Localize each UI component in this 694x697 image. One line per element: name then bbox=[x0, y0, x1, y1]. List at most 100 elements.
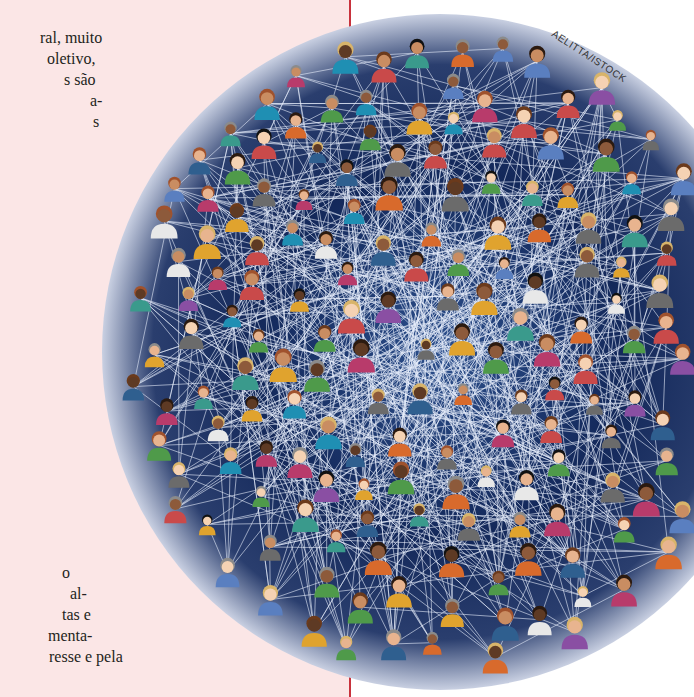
person-hair bbox=[499, 257, 510, 268]
person-hair bbox=[539, 334, 555, 350]
person-body bbox=[338, 275, 357, 286]
person-head bbox=[169, 180, 179, 190]
person-head bbox=[213, 418, 223, 428]
person-hair bbox=[519, 470, 534, 485]
person-icon bbox=[388, 428, 411, 457]
link-line bbox=[347, 172, 505, 623]
person-head bbox=[529, 276, 542, 289]
person-hair bbox=[543, 127, 559, 143]
person-hair bbox=[409, 252, 424, 267]
person-icon bbox=[570, 316, 592, 343]
person-body bbox=[478, 477, 495, 487]
person-body bbox=[611, 592, 637, 606]
link-line bbox=[159, 133, 230, 445]
person-icon bbox=[586, 394, 603, 415]
person-hair bbox=[674, 501, 690, 517]
person-icon bbox=[557, 90, 580, 118]
person-body bbox=[557, 105, 580, 118]
person-body bbox=[492, 626, 519, 641]
person-head bbox=[161, 401, 172, 412]
link-line bbox=[167, 133, 231, 411]
person-head bbox=[308, 619, 321, 632]
person-hair bbox=[532, 213, 547, 228]
person-head bbox=[128, 377, 139, 388]
person-icon bbox=[471, 283, 497, 315]
person-icon bbox=[164, 496, 186, 523]
person-icon bbox=[622, 215, 648, 247]
person-hair bbox=[342, 262, 354, 274]
person-body bbox=[623, 341, 645, 353]
person-head bbox=[373, 391, 383, 401]
link-line bbox=[199, 160, 399, 441]
person-head bbox=[579, 588, 588, 597]
person-body bbox=[251, 145, 276, 159]
text-fragment: oletivo, bbox=[47, 49, 95, 69]
person-icon bbox=[454, 383, 472, 405]
person-body bbox=[388, 480, 415, 495]
link-line bbox=[141, 298, 506, 623]
person-head bbox=[544, 131, 557, 144]
person-hair bbox=[172, 462, 185, 475]
person-hair bbox=[578, 354, 593, 369]
person-icon bbox=[482, 171, 501, 194]
person-icon bbox=[622, 171, 641, 194]
person-icon bbox=[321, 95, 343, 123]
person-hair bbox=[393, 461, 409, 477]
person-head bbox=[533, 217, 545, 229]
person-body bbox=[270, 367, 297, 382]
link-line bbox=[491, 182, 520, 324]
person-hair bbox=[646, 130, 656, 140]
person-body bbox=[544, 522, 570, 536]
person-icon bbox=[560, 547, 585, 577]
person-hair bbox=[605, 424, 617, 436]
person-icon bbox=[509, 512, 530, 538]
link-line bbox=[389, 61, 537, 193]
person-head bbox=[382, 180, 396, 194]
person-body bbox=[437, 298, 459, 310]
person-hair bbox=[490, 217, 507, 234]
person-body bbox=[258, 602, 283, 616]
person-head bbox=[446, 602, 458, 614]
person-head bbox=[320, 234, 331, 245]
person-head bbox=[499, 611, 513, 625]
person-icon bbox=[167, 248, 191, 277]
link-line bbox=[456, 61, 537, 492]
person-body bbox=[225, 219, 248, 232]
person-icon bbox=[437, 445, 457, 469]
person-head bbox=[391, 148, 404, 161]
person-head bbox=[456, 327, 469, 340]
person-hair bbox=[628, 390, 641, 403]
person-head bbox=[489, 646, 502, 659]
person-body bbox=[327, 542, 346, 552]
person-head bbox=[153, 435, 165, 447]
person-head bbox=[332, 532, 341, 541]
person-hair bbox=[663, 198, 679, 214]
person-body bbox=[657, 255, 677, 266]
person-hair bbox=[230, 153, 246, 169]
person-hair bbox=[526, 181, 539, 194]
person-body bbox=[515, 561, 542, 576]
person-hair bbox=[237, 357, 253, 373]
link-line bbox=[458, 262, 682, 359]
person-icon bbox=[443, 74, 464, 99]
person-icon bbox=[368, 389, 389, 415]
person-hair bbox=[458, 383, 469, 394]
person-body bbox=[315, 435, 341, 450]
person-hair bbox=[312, 142, 323, 153]
person-icon bbox=[208, 416, 229, 442]
person-icon bbox=[654, 313, 679, 344]
person-hair bbox=[319, 231, 333, 245]
person-hair bbox=[675, 344, 691, 360]
link-line bbox=[491, 182, 667, 253]
person-head bbox=[568, 620, 581, 633]
link-line bbox=[228, 122, 454, 571]
person-body bbox=[216, 574, 240, 587]
person-body bbox=[164, 511, 186, 523]
person-head bbox=[319, 328, 330, 339]
person-head bbox=[394, 431, 406, 443]
link-line bbox=[175, 403, 635, 509]
person-icon bbox=[422, 222, 442, 246]
person-body bbox=[406, 120, 432, 134]
person-body bbox=[249, 342, 268, 352]
